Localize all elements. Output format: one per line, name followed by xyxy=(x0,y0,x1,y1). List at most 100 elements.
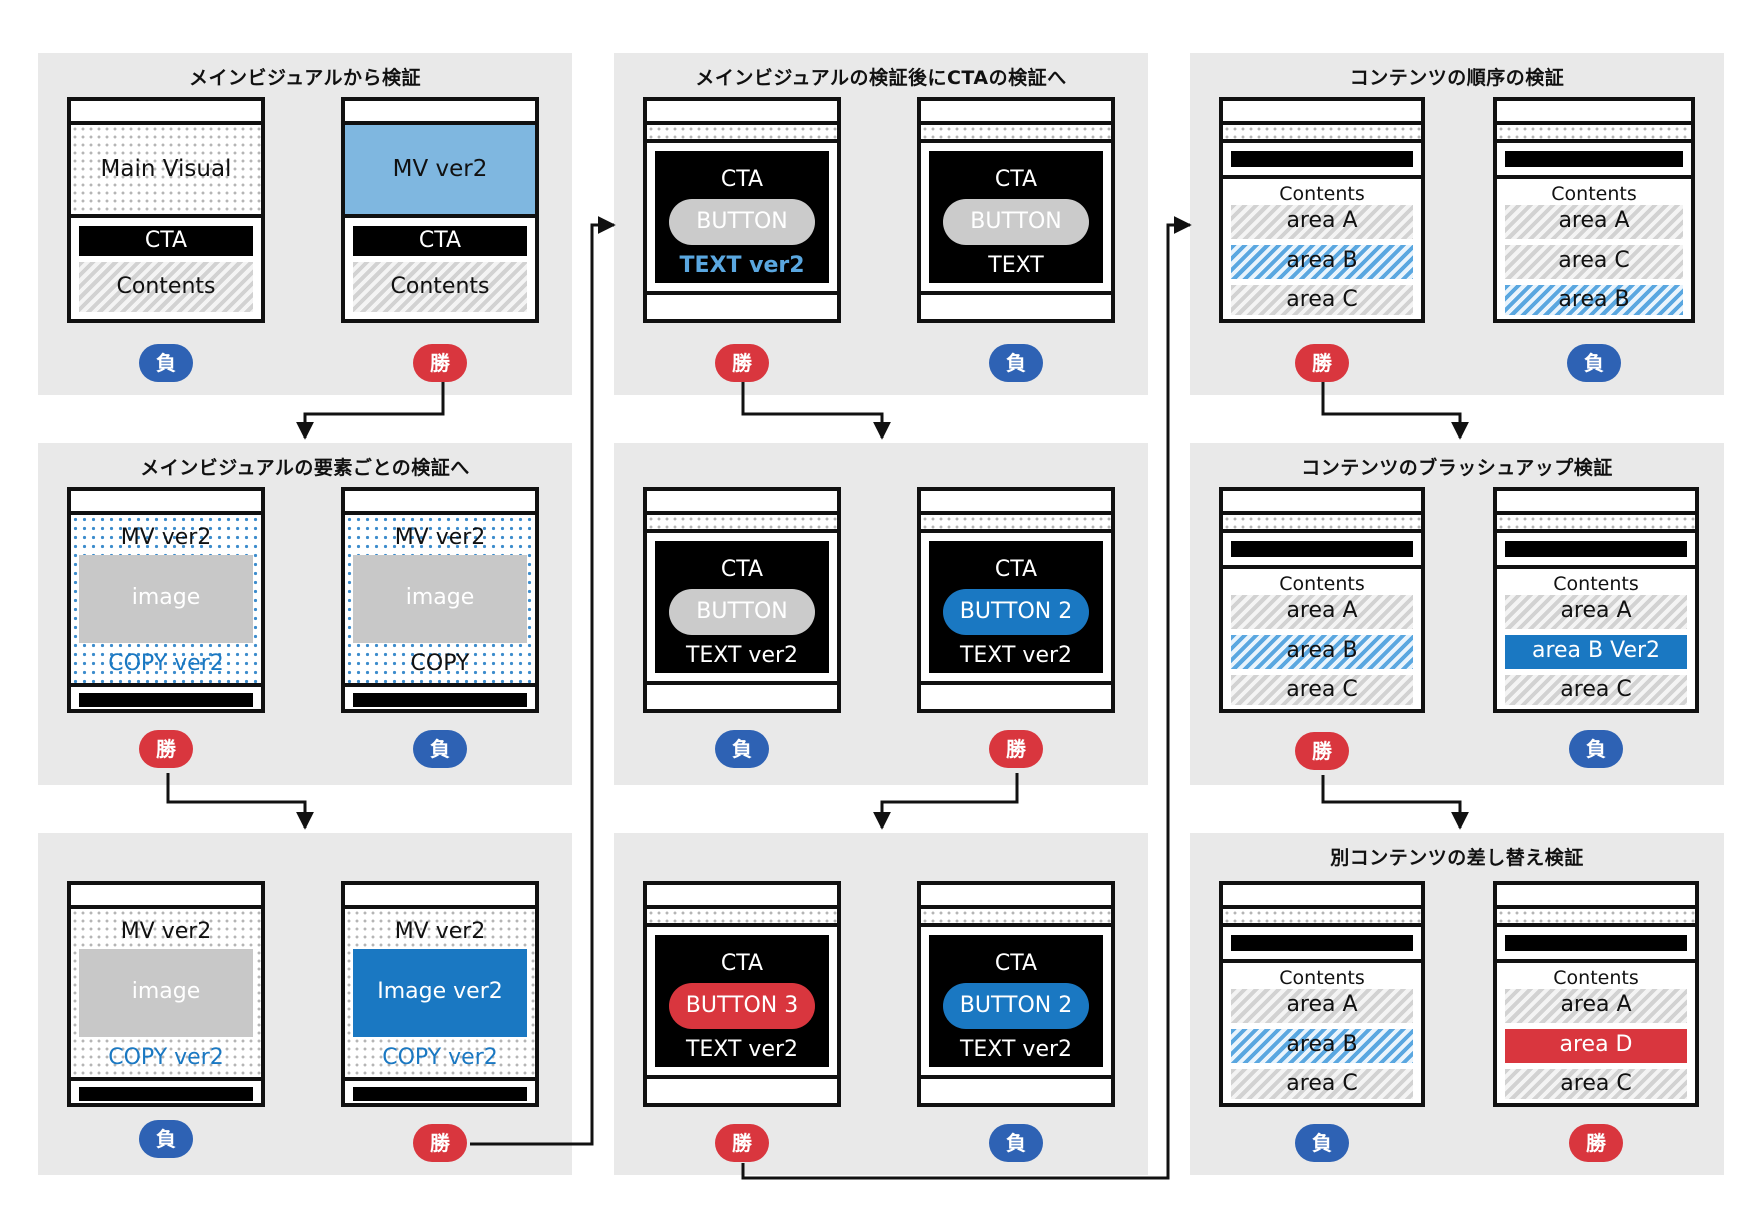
lose-badge: 負 xyxy=(989,344,1043,382)
win-badge: 勝 xyxy=(1295,732,1349,770)
mv-ver2-label: MV ver2 xyxy=(394,525,486,550)
arrow-p5-to-p6 xyxy=(873,773,1019,830)
button-label: BUTTON xyxy=(669,589,815,635)
cta-label: CTA xyxy=(720,167,764,192)
area-a-label: area A xyxy=(1560,598,1632,623)
text-ver2-label: TEXT ver2 xyxy=(959,643,1073,668)
area-a-label: area A xyxy=(1286,208,1358,233)
button3-label: BUTTON 3 xyxy=(669,983,815,1029)
mockup-a: CTA BUTTON 3 TEXT ver2 xyxy=(643,881,841,1107)
panel-cta-test: メインビジュアルの検証後にCTAの検証へ CTA BUTTON TEXT ver… xyxy=(614,53,1148,395)
panel-contents-replace: 別コンテンツの差し替え検証 Contents area A area B are… xyxy=(1190,833,1724,1175)
image-label: image xyxy=(131,979,201,1004)
button2-label: BUTTON 2 xyxy=(943,589,1089,635)
mockup-a: MV ver2 image COPY ver2 xyxy=(67,881,265,1107)
lose-badge: 負 xyxy=(989,1124,1043,1162)
win-badge: 勝 xyxy=(715,1124,769,1162)
area-b-label: area B xyxy=(1286,248,1358,273)
mockup-b: Contents area A area B Ver2 area C xyxy=(1493,487,1699,713)
area-b-label: area B xyxy=(1558,287,1630,312)
win-badge: 勝 xyxy=(715,344,769,382)
area-c-label: area C xyxy=(1560,1071,1632,1096)
panel-title: 別コンテンツの差し替え検証 xyxy=(1330,847,1584,869)
cta-label: CTA xyxy=(720,951,764,976)
lose-badge: 負 xyxy=(139,344,193,382)
text-ver2-label: TEXT ver2 xyxy=(959,1037,1073,1062)
win-badge: 勝 xyxy=(413,344,467,382)
panel-cta-button-color: CTA BUTTON 3 TEXT ver2 勝 CTA BUTTON 2 TE… xyxy=(614,833,1148,1175)
mockup-b: Contents area A area D area C xyxy=(1493,881,1699,1107)
panel-title: コンテンツの順序の検証 xyxy=(1349,67,1565,89)
panel-mv-elements: メインビジュアルの要素ごとの検証へ MV ver2 image COPY ver… xyxy=(38,443,572,785)
mockup-a: Contents area A area B area C xyxy=(1219,97,1425,323)
win-badge: 勝 xyxy=(1295,344,1349,382)
text-ver2-label: TEXT ver2 xyxy=(685,1037,799,1062)
area-b-label: area B xyxy=(1286,1032,1358,1057)
cta-label: CTA xyxy=(720,557,764,582)
area-d-label: area D xyxy=(1559,1032,1633,1057)
copy-ver2-label: COPY ver2 xyxy=(382,1045,498,1070)
lose-badge: 負 xyxy=(413,730,467,768)
cta-label: CTA xyxy=(418,228,462,253)
mv-ver2-label: MV ver2 xyxy=(392,156,488,182)
arrow-p7-to-p8 xyxy=(1321,382,1469,440)
button-label: BUTTON xyxy=(943,199,1089,245)
contents-label: Contents xyxy=(1279,183,1365,205)
area-a-label: area A xyxy=(1286,598,1358,623)
mockup-a: CTA BUTTON TEXT ver2 xyxy=(643,97,841,323)
contents-label: Contents xyxy=(1279,573,1365,595)
area-b-ver2-label: area B Ver2 xyxy=(1531,638,1661,663)
main-visual-label: Main Visual xyxy=(100,156,232,182)
mockup-a: Contents area A area B area C xyxy=(1219,487,1425,713)
mockup-b: CTA BUTTON TEXT xyxy=(917,97,1115,323)
panel-mv-image: MV ver2 image COPY ver2 負 MV ver2 Image … xyxy=(38,833,572,1175)
panel-cta-button: CTA BUTTON TEXT ver2 負 CTA BUTTON 2 TEXT… xyxy=(614,443,1148,785)
area-b-label: area B xyxy=(1286,638,1358,663)
lose-badge: 負 xyxy=(715,730,769,768)
area-c-label: area C xyxy=(1286,677,1358,702)
mockup-b: MV ver2 Image ver2 COPY ver2 xyxy=(341,881,539,1107)
area-c-label: area C xyxy=(1286,287,1358,312)
lose-badge: 負 xyxy=(1295,1124,1349,1162)
copy-label: COPY xyxy=(410,651,470,676)
win-badge: 勝 xyxy=(139,730,193,768)
contents-label: Contents xyxy=(390,274,490,299)
image-ver2-label: Image ver2 xyxy=(377,979,503,1004)
copy-ver2-label: COPY ver2 xyxy=(108,1045,224,1070)
arrow-p6-to-p7 xyxy=(741,216,1192,1180)
area-a-label: area A xyxy=(1558,208,1630,233)
area-c-label: area C xyxy=(1286,1071,1358,1096)
button2-label: BUTTON 2 xyxy=(943,983,1089,1029)
area-c-label: area C xyxy=(1560,677,1632,702)
cta-label: CTA xyxy=(994,557,1038,582)
mockup-a: MV ver2 image COPY ver2 xyxy=(67,487,265,713)
contents-label: Contents xyxy=(116,274,216,299)
lose-badge: 負 xyxy=(1569,730,1623,768)
arrow-p3-to-p4 xyxy=(470,216,616,1146)
mockup-b: CTA BUTTON 2 TEXT ver2 xyxy=(917,881,1115,1107)
contents-label: Contents xyxy=(1279,967,1365,989)
text-label: TEXT xyxy=(988,253,1044,278)
panel-contents-order: コンテンツの順序の検証 Contents area A area B area … xyxy=(1190,53,1724,395)
mockup-b: MV ver2 CTA Contents xyxy=(341,97,539,323)
arrow-p1-to-p2 xyxy=(296,382,445,440)
text-ver2-label: TEXT ver2 xyxy=(685,643,799,668)
text-ver2-label: TEXT ver2 xyxy=(679,253,805,278)
cta-label: CTA xyxy=(994,951,1038,976)
arrow-p4-to-p5 xyxy=(741,382,891,440)
panel-contents-brushup: コンテンツのブラッシュアップ検証 Contents area A area B … xyxy=(1190,443,1724,785)
area-a-label: area A xyxy=(1286,992,1358,1017)
mockup-b: MV ver2 image COPY xyxy=(341,487,539,713)
contents-label: Contents xyxy=(1551,183,1637,205)
win-badge: 勝 xyxy=(413,1124,467,1162)
image-label: image xyxy=(131,585,201,610)
mockup-a: CTA BUTTON TEXT ver2 xyxy=(643,487,841,713)
arrow-p8-to-p9 xyxy=(1321,775,1469,830)
mv-ver2-label: MV ver2 xyxy=(394,919,486,944)
mockup-b: Contents area A area C area B xyxy=(1493,97,1695,323)
panel-title: コンテンツのブラッシュアップ検証 xyxy=(1301,457,1613,479)
win-badge: 勝 xyxy=(1569,1124,1623,1162)
arrow-p2-to-p3 xyxy=(166,773,314,830)
area-c-label: area C xyxy=(1558,248,1630,273)
